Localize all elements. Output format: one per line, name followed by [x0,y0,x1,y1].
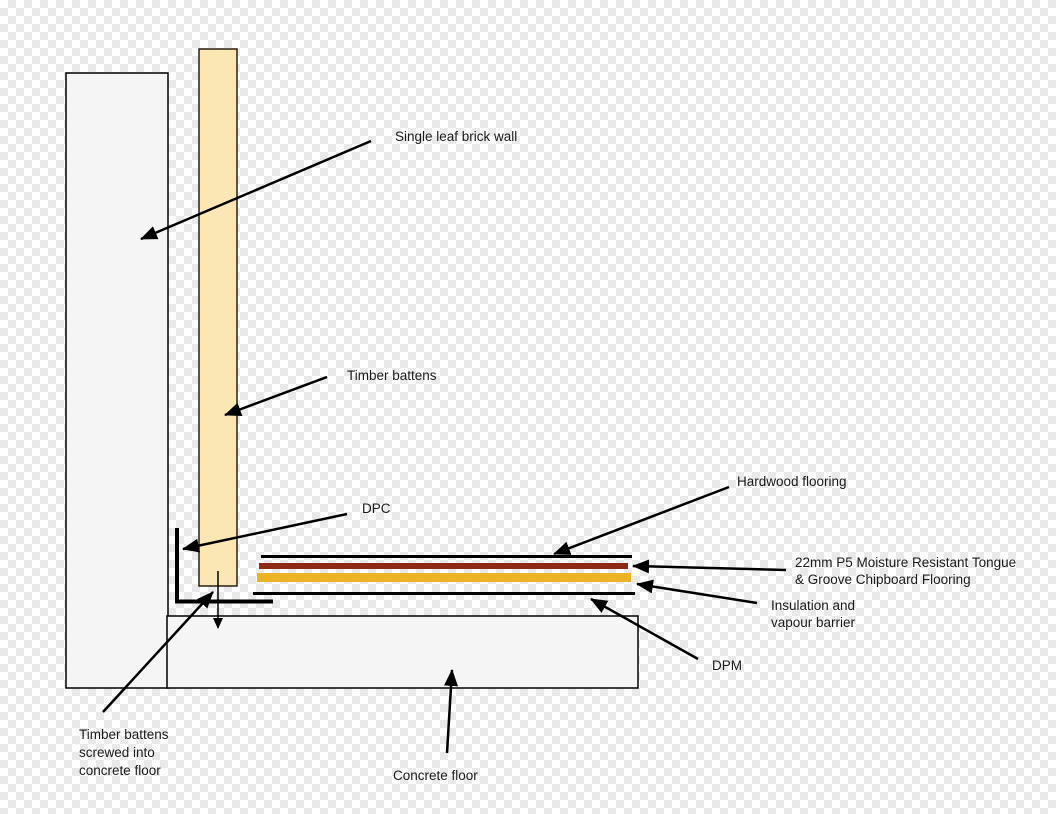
arrow-timber-battens [224,375,328,417]
arrow-dpm [590,597,699,661]
dpc-line [175,528,273,604]
label-chipboard-flooring-line2: & Groove Chipboard Flooring [795,572,971,587]
label-battens-screwed-line2: screwed into [79,745,155,760]
label-dpc: DPC [362,501,391,516]
label-insulation-line2: vapour barrier [771,615,856,630]
label-dpm: DPM [712,658,742,673]
arrow-dpc [182,512,348,553]
arrow-insulation [636,579,758,605]
leader-arrows [102,139,787,754]
label-insulation-vapour-barrier: Insulation and vapour barrier [771,597,855,631]
concrete-floor-shape [166,615,639,689]
arrow-single-leaf-brick-wall [140,139,372,241]
label-concrete-floor: Concrete floor [393,768,478,783]
label-insulation-line1: Insulation and [771,598,856,613]
arrow-hardwood-flooring [553,485,730,556]
label-battens-screwed: Timber battens screwed into concrete flo… [79,726,169,780]
brick-wall-shape [65,72,169,689]
label-hardwood-flooring: Hardwood flooring [737,474,847,489]
label-battens-screwed-line3: concrete floor [79,763,161,778]
arrow-concrete-floor [444,669,459,754]
label-single-leaf-brick-wall: Single leaf brick wall [395,129,518,144]
label-battens-screwed-line1: Timber battens [79,727,169,742]
insulation-layer-stripe [257,573,631,582]
chipboard-layer-stripe [259,563,628,569]
arrow-chipboard [632,559,787,574]
timber-batten-shape [198,48,238,587]
label-chipboard-flooring-line1: 22mm P5 Moisture Resistant Tongue [795,555,1017,570]
arrow-battens-screwed [102,591,214,713]
label-chipboard-flooring: 22mm P5 Moisture Resistant Tongue & Groo… [795,554,1016,588]
label-timber-battens: Timber battens [347,368,437,383]
